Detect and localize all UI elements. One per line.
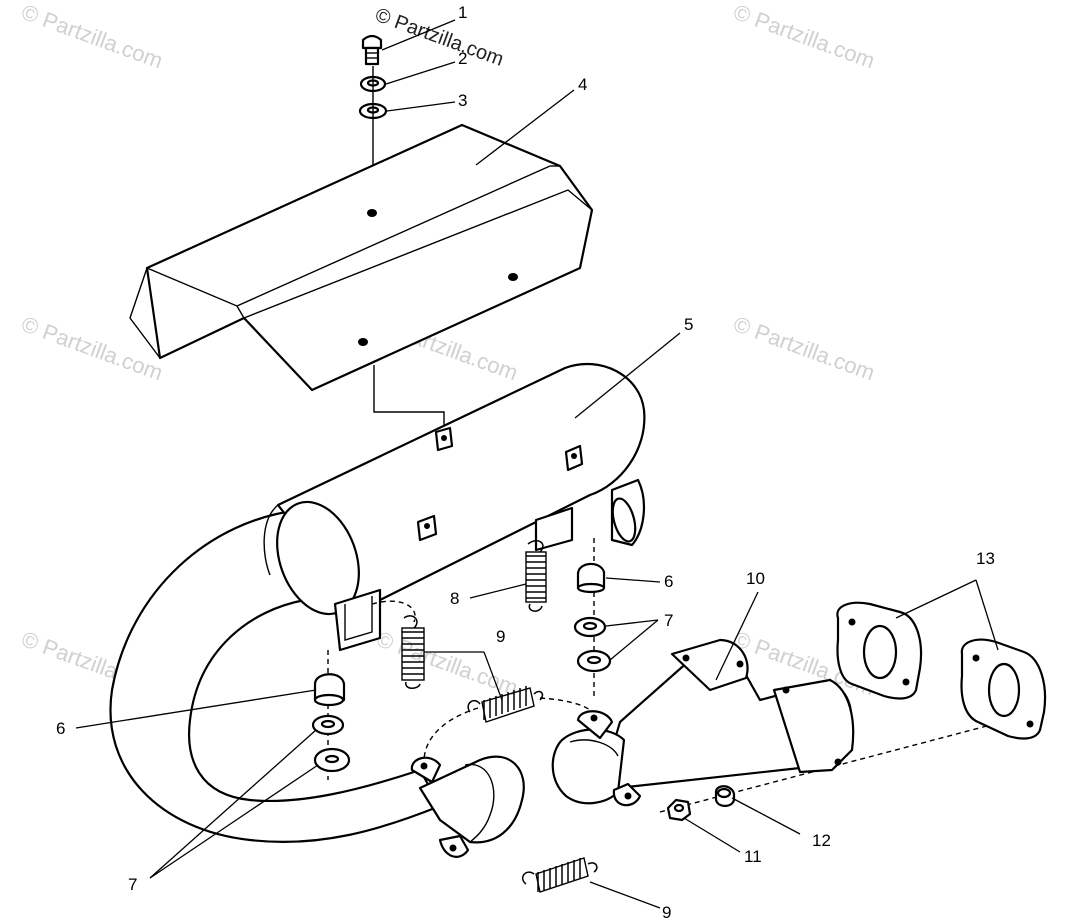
- callout-13: 13: [976, 549, 995, 568]
- callout-9-bottom: 9: [662, 903, 671, 922]
- callout-5: 5: [684, 315, 693, 334]
- part-8-spring: [525, 540, 547, 612]
- callout-4: 4: [578, 75, 587, 94]
- part-6-grommet-left: [313, 673, 346, 707]
- part-7-washer-right-1: [573, 616, 607, 638]
- callout-10: 10: [746, 569, 765, 588]
- callout-1: 1: [458, 3, 467, 22]
- callout-9-upper: 9: [496, 627, 505, 646]
- part-12-bushing: [714, 785, 736, 808]
- callout-8: 8: [450, 589, 459, 608]
- watermark-5: © Partzilla.com: [730, 311, 878, 385]
- part-10-exhaust-manifold: [551, 638, 855, 807]
- shield-hole-top: [367, 209, 377, 217]
- callout-3: 3: [458, 91, 467, 110]
- callout-6-left: 6: [56, 719, 65, 738]
- part-13-gasket-1: [836, 601, 923, 700]
- part-9-spring-vertical: [401, 615, 425, 689]
- callout-7-left: 7: [128, 875, 137, 894]
- watermark-top: © Partzilla.com: [372, 4, 506, 71]
- callout-labels: 1 2 3 4 5 6 7 8 9 10 11 12 13 6 7 9: [56, 3, 995, 922]
- part-7-washer-left-1: [311, 714, 345, 736]
- part-7-washer-right-2: [576, 649, 612, 673]
- callout-7-right: 7: [664, 611, 673, 630]
- part-4-heat-shield: [129, 123, 594, 392]
- part-11-nut: [666, 798, 692, 822]
- callout-12: 12: [812, 831, 831, 850]
- part-7-washer-left-2: [313, 747, 351, 773]
- watermark-1: © Partzilla.com: [18, 0, 166, 73]
- shield-hole-right: [508, 273, 518, 281]
- part-1-bolt: [361, 34, 383, 66]
- callout-2: 2: [458, 49, 467, 68]
- shield-to-muffler-line: [373, 365, 445, 430]
- muffler-clip-1: [434, 426, 454, 452]
- part-6-grommet-right: [576, 562, 606, 594]
- leader-lines: [75, 19, 999, 909]
- callout-6-right: 6: [664, 572, 673, 591]
- part-9-spring-bottom: [522, 857, 598, 893]
- watermark-2: © Partzilla.com: [730, 0, 878, 73]
- watermark-3: © Partzilla.com: [18, 311, 166, 385]
- part-13-gasket-2: [960, 638, 1047, 740]
- callout-11: 11: [744, 847, 762, 866]
- guide-line-spring-pipe: [423, 707, 479, 761]
- muffler-clip-3: [416, 514, 438, 542]
- muffler-clip-2: [564, 444, 584, 472]
- watermarks: © Partzilla.com © Partzilla.com © Partzi…: [18, 0, 878, 700]
- shield-hole-mid: [358, 338, 368, 346]
- part-5-muffler: [263, 362, 646, 652]
- exhaust-head-pipe: [109, 508, 525, 858]
